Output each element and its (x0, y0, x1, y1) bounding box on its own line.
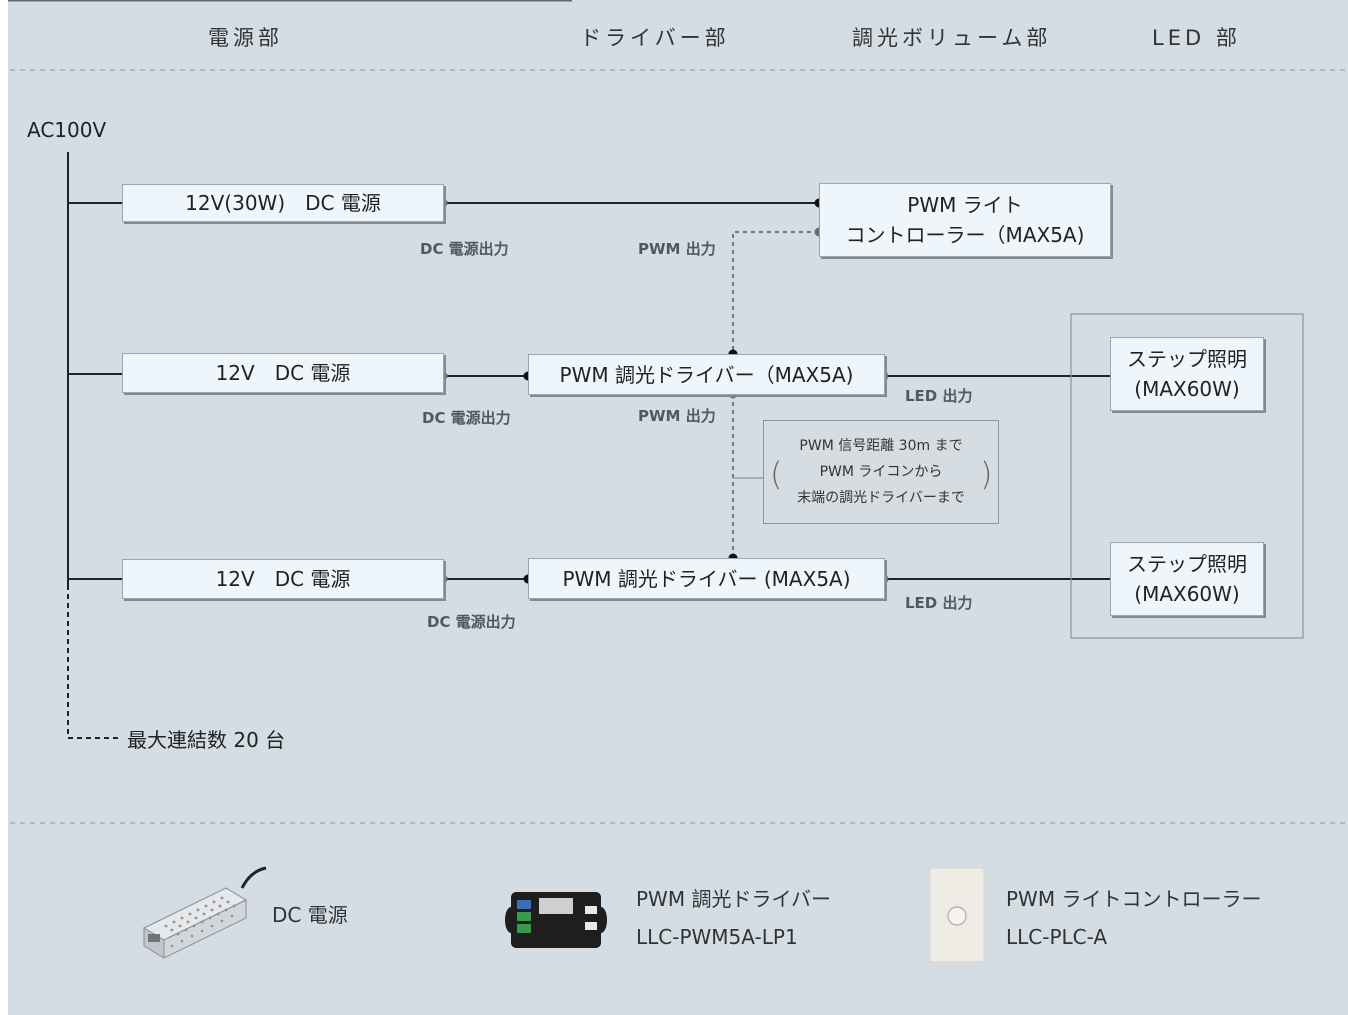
led-output-label-1: LED 出力 (905, 387, 973, 405)
led-2-label-line1: ステップ照明 (1127, 552, 1247, 576)
pwm-output-label-1: PWM 出力 (638, 240, 716, 258)
psu-box-3: 12V DC 電源 (122, 559, 444, 599)
led-output-label-2: LED 出力 (905, 594, 973, 612)
pwm-driver-box-2: PWM 調光ドライバー (MAX5A) (528, 558, 885, 599)
led-group-frame (1070, 313, 1304, 639)
psu-2-label: 12V DC 電源 (215, 361, 351, 385)
driver-mount-right (595, 907, 607, 933)
header-power-section: 電源部 (208, 26, 283, 50)
legend-driver-name: PWM 調光ドライバー (636, 887, 832, 911)
driver-terminal-green-1 (517, 912, 531, 921)
note-line-1: PWM 信号距離 30m まで (799, 438, 963, 454)
legend-driver-model: LLC-PWM5A-LP1 (636, 925, 798, 949)
note-right-paren: ) (980, 455, 993, 493)
pwm-driver-image (505, 892, 607, 948)
driver-label-sticker (539, 898, 573, 914)
led-step-light-box-2: ステップ照明 (MAX60W) (1110, 542, 1264, 616)
psu-30w-label: 12V(30W) DC 電源 (185, 191, 381, 215)
pwm-controller-box: PWM ライト コントローラー（MAX5A) (819, 183, 1111, 257)
psu-cable (240, 866, 267, 889)
note-line-3: 末端の調光ドライバーまで (797, 490, 965, 506)
pwm-driver-box-1: PWM 調光ドライバー（MAX5A) (528, 354, 885, 395)
header-led-section: LED 部 (1152, 26, 1241, 50)
led-1-label-line2: (MAX60W) (1134, 377, 1240, 401)
note-line-2: PWM ライコンから (819, 464, 943, 480)
legend-psu-label: DC 電源 (272, 903, 348, 927)
legend-controller-model: LLC-PLC-A (1006, 925, 1108, 949)
pwm-distance-note: PWM 信号距離 30m まで PWM ライコンから 末端の調光ドライバーまで (763, 420, 999, 524)
pwm-output-label-2: PWM 出力 (638, 407, 716, 425)
header-driver-section: ドライバー部 (580, 26, 730, 50)
driver-terminal-white-1 (585, 906, 597, 914)
psu-terminal (148, 934, 160, 942)
controller-knob (947, 906, 967, 926)
ac-trunk-dashed-extension (67, 585, 122, 739)
controller-label-line1: PWM ライト (907, 193, 1023, 217)
controller-label-line2: コントローラー（MAX5A) (845, 223, 1085, 247)
driver-terminal-white-2 (585, 922, 597, 930)
psu-vent-holes (164, 896, 236, 948)
driver-1-label: PWM 調光ドライバー（MAX5A) (559, 362, 854, 387)
driver-terminal-blue (517, 900, 531, 909)
pwm-controller-image (930, 868, 985, 963)
driver-mount-left (505, 907, 517, 933)
note-left-paren: ( (770, 455, 783, 493)
ac-input-label: AC100V (27, 118, 107, 142)
dc-output-label-2: DC 電源出力 (422, 409, 511, 427)
header-dimmer-section: 調光ボリューム部 (852, 26, 1052, 50)
driver-terminal-green-2 (517, 924, 531, 933)
led-step-light-box-1: ステップ照明 (MAX60W) (1110, 337, 1264, 411)
psu-3-label: 12V DC 電源 (215, 567, 351, 591)
psu-30w-box: 12V(30W) DC 電源 (122, 184, 444, 222)
legend-controller-name: PWM ライトコントローラー (1006, 887, 1262, 911)
driver-2-label: PWM 調光ドライバー (MAX5A) (562, 566, 851, 591)
max-link-count-label: 最大連結数 20 台 (127, 728, 286, 752)
diagram-background (8, 0, 1348, 1015)
driver-body (511, 892, 601, 948)
psu-box-2: 12V DC 電源 (122, 353, 444, 393)
led-2-label-line2: (MAX60W) (1134, 582, 1240, 606)
dc-output-label-1: DC 電源出力 (420, 240, 509, 258)
dc-power-supply-image (142, 866, 267, 959)
led-1-label-line1: ステップ照明 (1127, 347, 1247, 371)
dc-output-label-3: DC 電源出力 (427, 613, 516, 631)
